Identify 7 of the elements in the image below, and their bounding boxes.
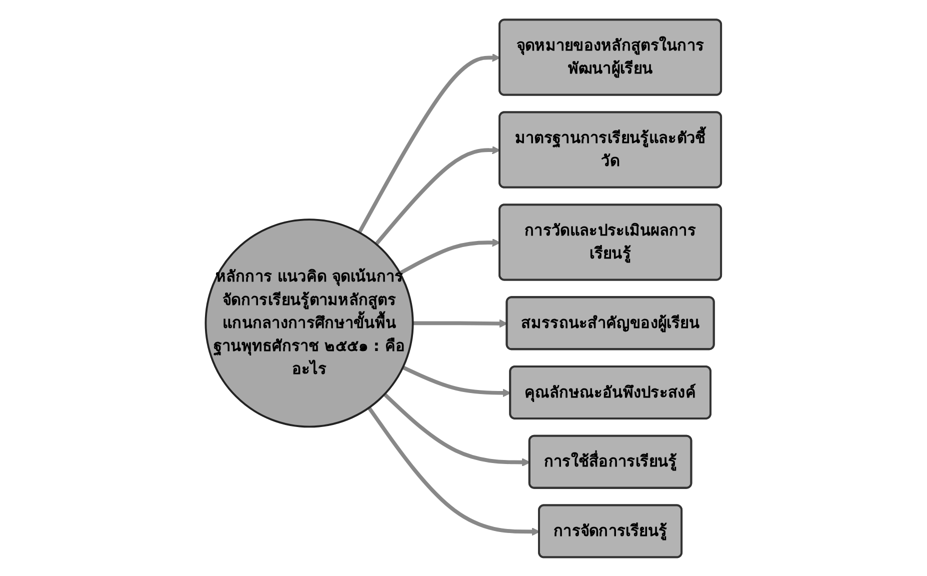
arrow: [383, 392, 530, 466]
arrow: [399, 238, 500, 274]
arrow: [374, 145, 500, 245]
arrow: [368, 406, 540, 536]
arrow: [412, 318, 508, 328]
arrow: [358, 52, 500, 233]
arrow: [402, 365, 512, 397]
